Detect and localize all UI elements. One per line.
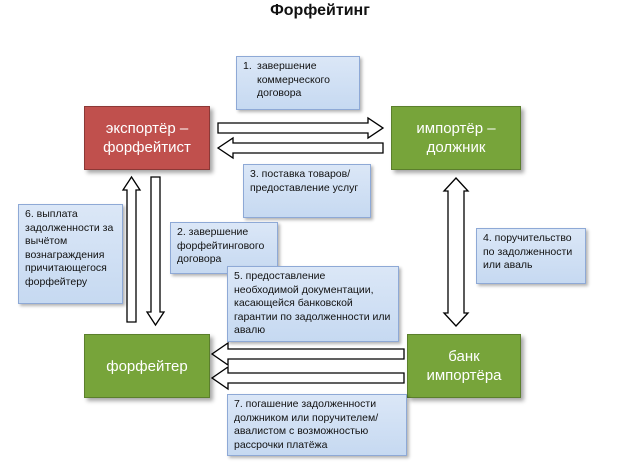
step-5-note: 5. предоставление необходимой документац… [227, 266, 399, 342]
arrow-exporter-to-importer [217, 116, 385, 140]
arrow-bank-to-forfaiter-docs [210, 341, 405, 367]
arrow-exporter-to-forfaiter [145, 176, 166, 327]
diagram-title: Форфейтинг [270, 2, 370, 19]
importer-debtor-box: импортёр – должник [391, 106, 521, 170]
step-7-note: 7. погашение задолженности должником или… [227, 394, 407, 456]
arrow-importer-to-exporter [216, 136, 384, 160]
forfaiter-box: форфейтер [84, 334, 210, 398]
exporter-forfaitist-box: экспортёр – форфейтист [84, 106, 210, 170]
step-2-note: 2. завершение форфейтингового договора [170, 222, 278, 274]
step-1-text: завершение коммерческого договора [257, 60, 330, 99]
arrow-importer-bank-bidirectional [442, 177, 470, 327]
step-1-note: 1. завершение коммерческого договора [236, 56, 360, 110]
step-6-note: 6. выплата задолженности за вычётом возн… [18, 204, 123, 304]
arrow-bank-to-forfaiter-payment [210, 365, 405, 391]
arrow-forfaiter-to-exporter [121, 175, 142, 323]
importer-bank-box: банк импортёра [407, 334, 521, 398]
step-3-note: 3. поставка товаров/ предоставление услу… [243, 164, 371, 218]
step-4-note: 4. поручительство по задолженности или а… [476, 228, 586, 284]
step-1-number: 1. [243, 60, 252, 72]
